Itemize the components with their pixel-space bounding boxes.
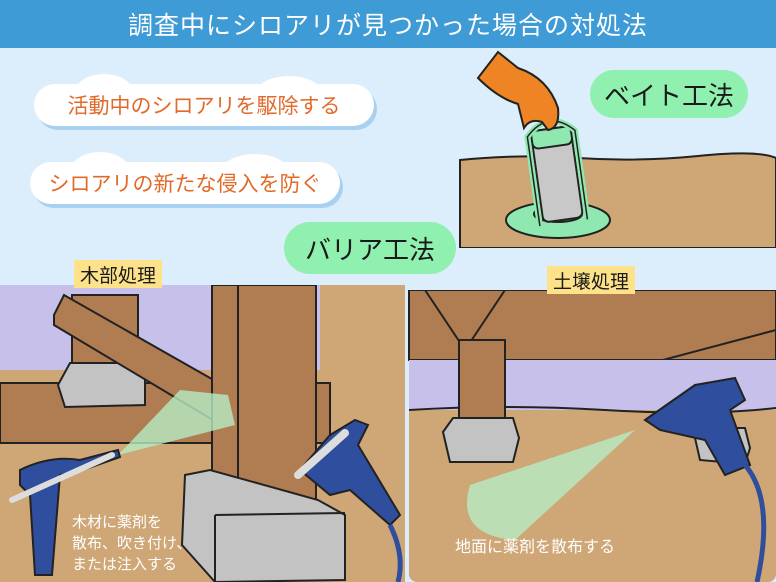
soil-treatment-illustration bbox=[408, 290, 776, 582]
barrier-method-label: バリア工法 bbox=[284, 222, 456, 274]
soil-treatment-tag: 土壌処理 bbox=[547, 266, 636, 294]
bait-method-label: ベイト工法 bbox=[590, 70, 748, 118]
wood-treatment-illustration bbox=[0, 285, 405, 582]
page-title: 調査中にシロアリが見つかった場合の対処法 bbox=[127, 11, 648, 40]
soil-treatment-text: 土壌処理 bbox=[553, 270, 630, 293]
title-bar: 調査中にシロアリが見つかった場合の対処法 bbox=[0, 0, 776, 48]
goal-cloud-prevent: シロアリの新たな侵入を防ぐ bbox=[30, 152, 340, 204]
note-line: または注入する bbox=[72, 555, 178, 573]
goal-label: 活動中のシロアリを駆除する bbox=[67, 94, 341, 118]
note-line: 散布、吹き付け、 bbox=[72, 534, 192, 552]
wood-treatment-tag: 木部処理 bbox=[74, 260, 163, 288]
goal-cloud-exterminate: 活動中のシロアリを駆除する bbox=[34, 74, 374, 126]
bait-illustration bbox=[459, 50, 776, 248]
soil-treatment-note: 地面に薬剤を散布する bbox=[455, 536, 615, 557]
goal-label: シロアリの新たな侵入を防ぐ bbox=[48, 172, 322, 196]
barrier-method-text: バリア工法 bbox=[304, 235, 435, 266]
wood-treatment-note: 木材に薬剤を 散布、吹き付け、 または注入する bbox=[72, 512, 191, 575]
note-text: 地面に薬剤を散布する bbox=[455, 537, 616, 556]
wood-treatment-text: 木部処理 bbox=[80, 264, 157, 287]
bait-method-text: ベイト工法 bbox=[603, 81, 734, 112]
note-line: 木材に薬剤を bbox=[72, 513, 163, 531]
